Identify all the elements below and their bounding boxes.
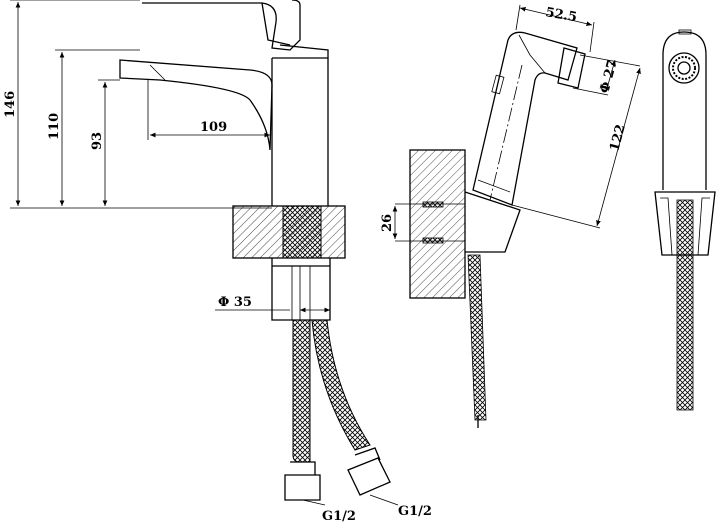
wall-section [409, 149, 466, 299]
sprayer-front-view [654, 29, 716, 411]
dim-sprayer-width: 52.5 [544, 5, 578, 25]
sprayer-side-view: 26 52.5 Φ 27 122 [380, 4, 641, 428]
dim-sprayer-length: 122 [607, 123, 629, 153]
dim-shank-diameter: Φ 35 [218, 295, 252, 310]
dim-screw-spacing: 26 [380, 214, 395, 232]
hose-left [292, 319, 311, 463]
dim-head-diameter: Φ 27 [597, 58, 620, 95]
label-connector-left: G1/2 [322, 509, 356, 524]
sprayer-front-holder [654, 191, 716, 256]
dim-total-height: 146 [3, 91, 18, 118]
mounting-nut [271, 258, 331, 321]
faucet-spout [119, 59, 273, 151]
label-connector-right: G1/2 [398, 504, 432, 519]
threaded-shank [282, 205, 322, 259]
sprayer-head [557, 47, 586, 89]
dim-spout-reach: 109 [200, 120, 227, 135]
dim-spout-outlet-height: 93 [90, 132, 105, 150]
dim-spout-top-height: 110 [47, 113, 62, 140]
spray-nozzle [668, 52, 700, 84]
faucet-lever [142, 0, 301, 51]
sprayer-hose [467, 254, 487, 421]
connector-nut-left [284, 461, 321, 501]
sprayer-button [491, 74, 505, 95]
sprayer-handle [472, 31, 578, 206]
sprayer-holder [464, 191, 521, 253]
wall-screws [422, 201, 444, 244]
sprayer-front-body [662, 31, 707, 190]
connector-nut-right [347, 447, 391, 496]
faucet-side-view: 146 110 93 109 Φ 35 G1/2 G1/2 [3, 0, 432, 524]
hose-right [311, 319, 371, 451]
sprayer-front-hose [676, 199, 694, 411]
faucet-body [271, 57, 329, 206]
